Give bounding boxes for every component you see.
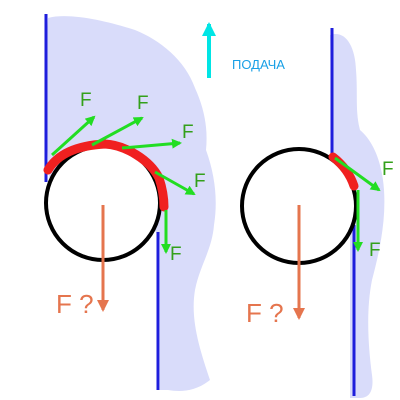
right-force-label-1: F [382, 159, 394, 180]
left-force-label-3: F [182, 122, 194, 143]
left-force-arrow-2 [91, 116, 144, 147]
left-force-arrow-4 [154, 170, 196, 196]
left-force-label-1: F [80, 90, 92, 111]
left-force-label-4: F [194, 171, 206, 192]
right-force-arrow-1 [334, 156, 381, 192]
right-unknown-force-label: F ? [246, 298, 284, 328]
left-force-label-5: F [170, 244, 182, 265]
left-force-label-2: F [137, 93, 149, 114]
left-unknown-force-label: F ? [56, 289, 94, 319]
left-wrap-contact [43, 139, 169, 212]
right-force-label-2: F [369, 240, 381, 261]
left-force-arrow-3 [121, 138, 182, 150]
left-force-arrow-1 [50, 115, 96, 157]
feed-label: ПОДАЧА [232, 57, 285, 72]
